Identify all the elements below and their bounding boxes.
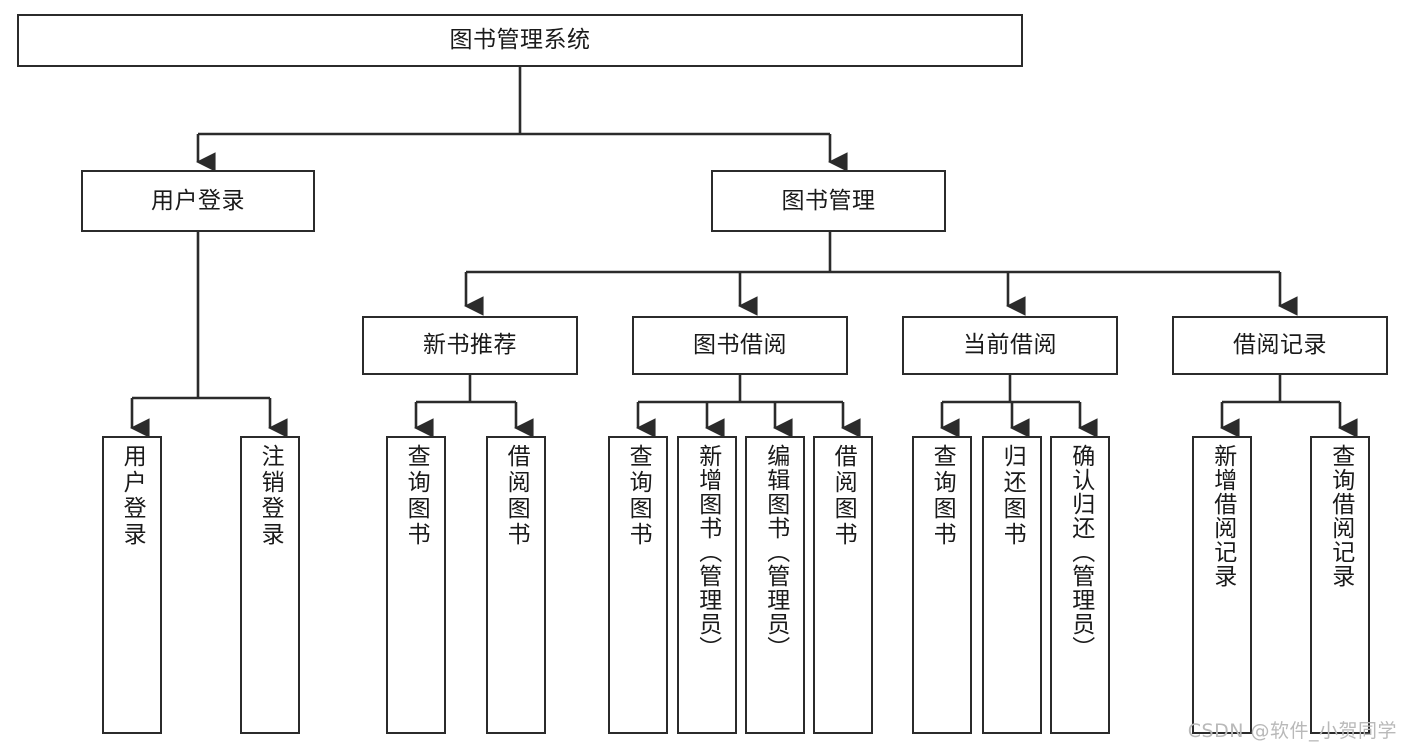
node-label: 借阅记录 [1233,332,1327,359]
leaf-book-borrow-borrow-book[interactable]: 借阅图书 [813,436,873,734]
leaf-current-borrow-return-book[interactable]: 归还图书 [982,436,1042,734]
node-label: 图书管理 [781,187,876,214]
leaf-new-book-borrow-book[interactable]: 借阅图书 [486,436,546,734]
node-user-login[interactable]: 用户登录 [81,170,315,232]
node-label: 图书管理系统 [449,27,591,54]
node-label: 新书推荐 [423,332,517,359]
node-borrow-record[interactable]: 借阅记录 [1172,316,1388,375]
leaf-book-borrow-edit-book-admin[interactable]: 编辑图书（管理员） [745,436,805,734]
node-new-book-recommendation[interactable]: 新书推荐 [362,316,578,375]
node-label: 用户登录 [119,444,146,548]
node-label: 查询借阅记录 [1327,444,1354,588]
leaf-current-borrow-confirm-return-admin[interactable]: 确认归还（管理员） [1050,436,1110,734]
node-label: 当前借阅 [963,332,1057,359]
node-label: 图书借阅 [693,332,787,359]
watermark: CSDN @软件_小贺同学 [1187,720,1397,742]
node-label: 借阅图书 [830,444,857,548]
leaf-book-borrow-add-book-admin[interactable]: 新增图书（管理员） [677,436,737,734]
leaf-new-book-query-book[interactable]: 查询图书 [386,436,446,734]
node-label: 借阅图书 [503,444,530,548]
leaf-borrow-record-query-record[interactable]: 查询借阅记录 [1310,436,1370,734]
leaf-book-borrow-query-book[interactable]: 查询图书 [608,436,668,734]
node-label: 用户登录 [151,187,245,214]
node-label: 注销登录 [257,444,284,548]
leaf-current-borrow-query-book[interactable]: 查询图书 [912,436,972,734]
leaf-user-login-logout[interactable]: 注销登录 [240,436,300,734]
leaf-user-login-login[interactable]: 用户登录 [102,436,162,734]
node-label: 查询图书 [625,444,652,548]
node-label: 新增图书（管理员） [694,444,721,660]
node-label: 新增借阅记录 [1209,444,1236,588]
leaf-borrow-record-add-record[interactable]: 新增借阅记录 [1192,436,1252,734]
node-label: 归还图书 [999,444,1026,548]
node-label: 确认归还（管理员） [1067,444,1094,660]
node-book-management[interactable]: 图书管理 [711,170,946,232]
node-label: 查询图书 [403,444,430,548]
node-current-borrow[interactable]: 当前借阅 [902,316,1118,375]
node-root-book-management-system[interactable]: 图书管理系统 [17,14,1023,67]
node-label: 查询图书 [929,444,956,548]
node-label: 编辑图书（管理员） [762,444,789,660]
node-book-borrow[interactable]: 图书借阅 [632,316,848,375]
